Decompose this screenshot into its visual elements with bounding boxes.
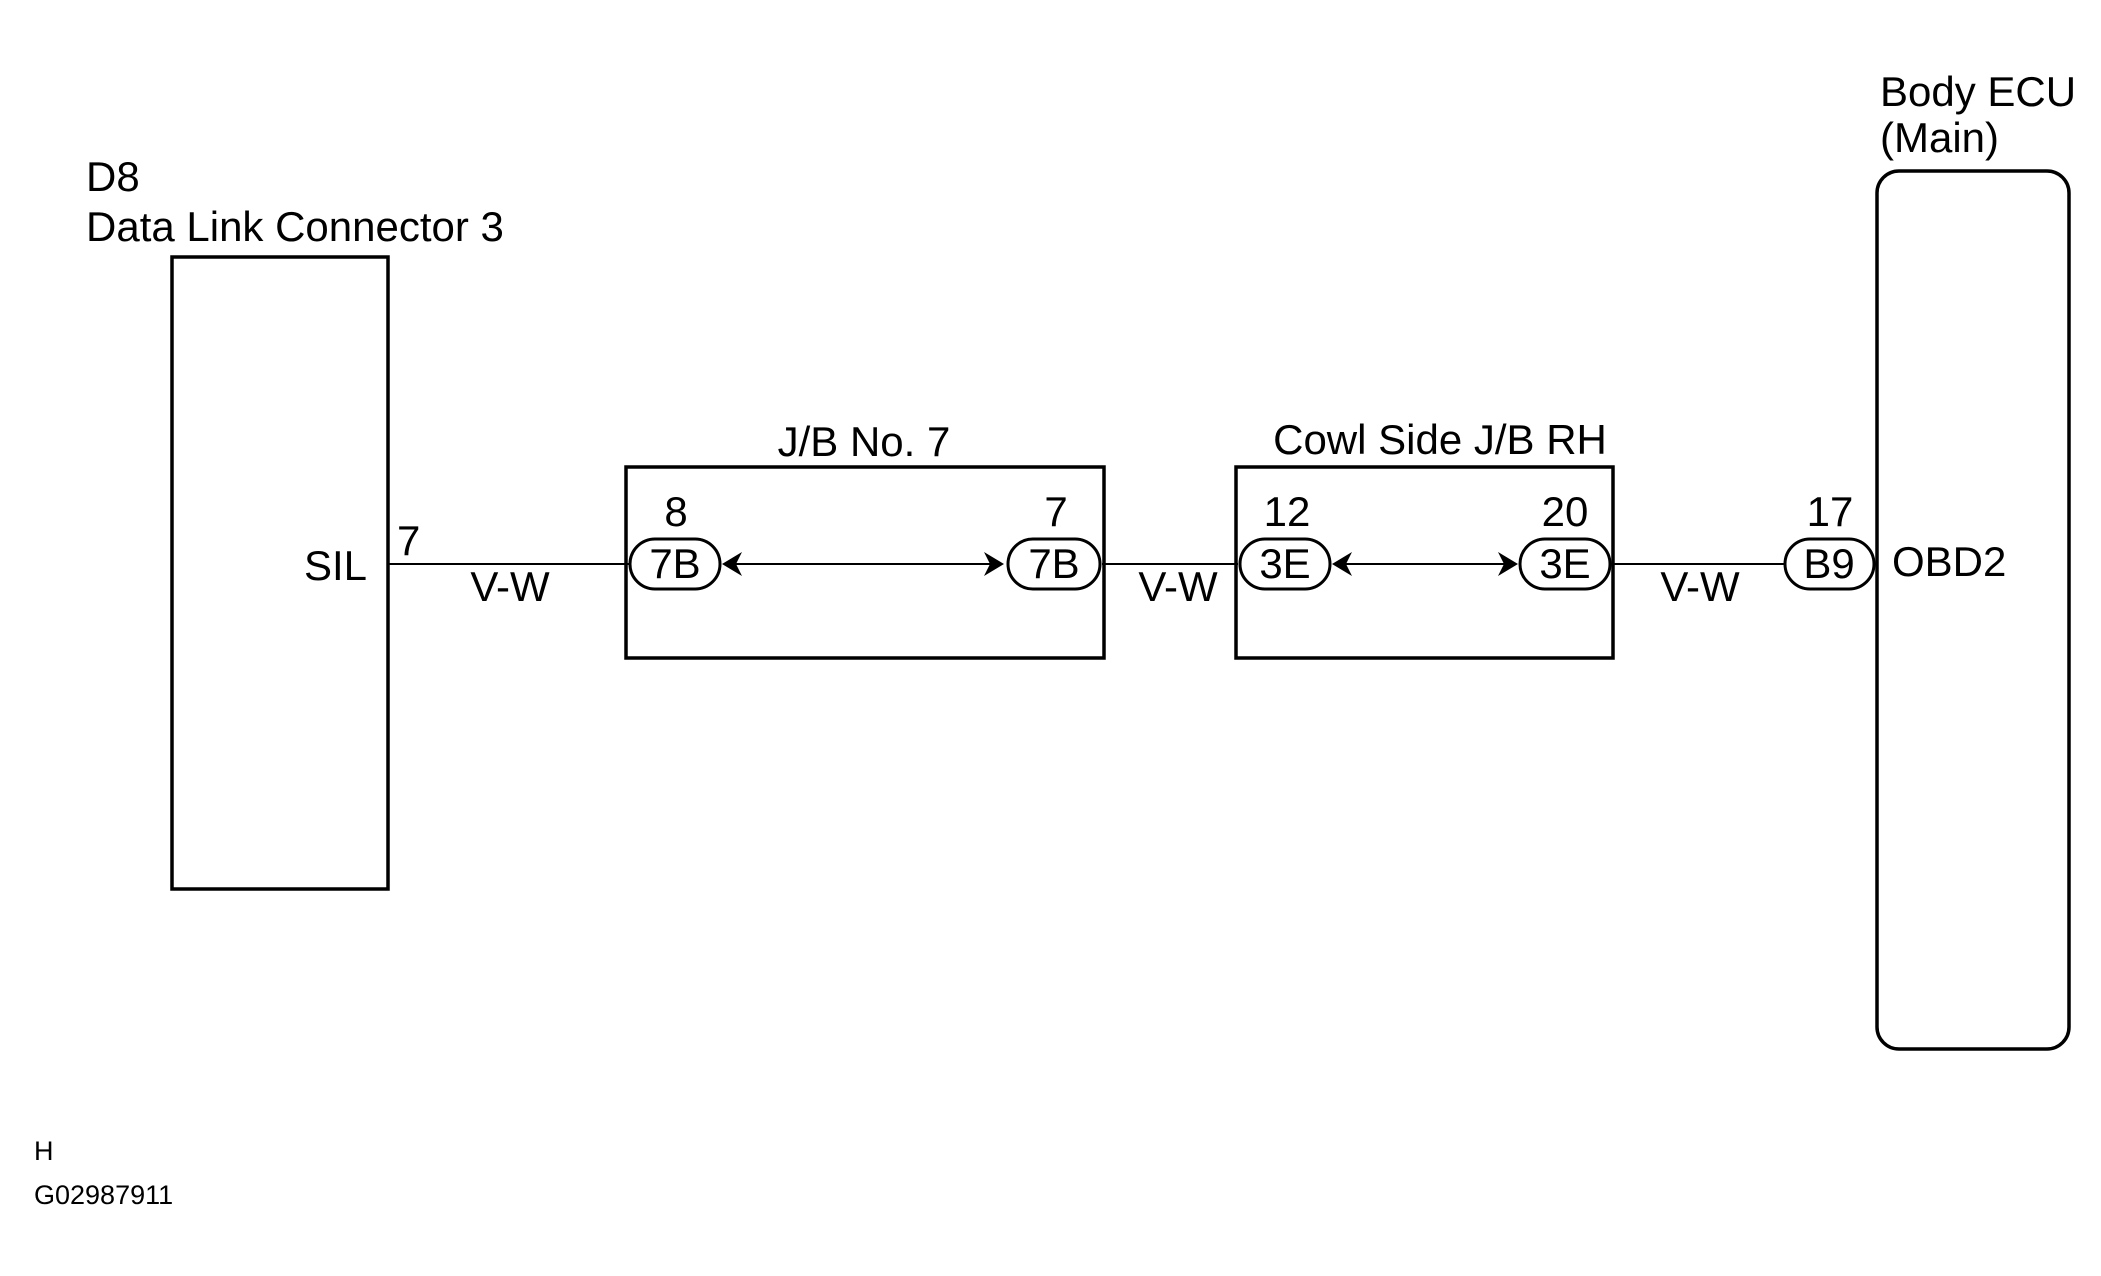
dlc-name: Data Link Connector 3 [86,203,504,250]
jb7-left-connector [628,537,722,591]
dlc-box [170,255,390,891]
jb7-box [624,465,1106,660]
jb7-name: J/B No. 7 [778,418,951,465]
ecu-terminal-label: OBD2 [1892,538,2006,585]
ecu-box [1875,169,2071,1051]
jb7-right-connector-label: 7B [1028,540,1079,587]
wire-color-label: V-W [1138,563,1218,610]
jb7-left-connector-label: 7B [649,540,700,587]
cowl-jb-right-connector-label: 3E [1539,540,1590,587]
jb7-left-arrow-icon [722,552,742,576]
jb7-right-connector [1006,537,1102,591]
cowl-jb-right-connector [1518,537,1612,591]
ecu-name-line1: Body ECU [1880,68,2076,115]
cowl-jb-right-pin: 20 [1542,488,1589,535]
dlc-terminal-label: SIL [304,542,367,589]
body-ecu-component: Body ECU (Main) 17 B9 OBD2 [1783,68,2076,1051]
cowl-jb-left-pin: 12 [1264,488,1311,535]
ecu-name-line2: (Main) [1880,114,1999,161]
dlc-pin-number: 7 [397,517,420,564]
cowl-jb-box [1234,465,1615,660]
cowl-jb-left-connector [1238,537,1332,591]
ecu-connector [1783,537,1876,591]
dlc-code: D8 [86,153,140,200]
wire-color-label: V-W [1660,563,1740,610]
cowl-jb-name: Cowl Side J/B RH [1273,416,1607,463]
cowl-jb-left-connector-label: 3E [1259,540,1310,587]
cowl-jb-component: Cowl Side J/B RH 12 3E 20 3E [1234,416,1615,660]
ecu-connector-label: B9 [1803,540,1854,587]
jb7-component: J/B No. 7 8 7B 7 7B [624,418,1106,660]
cowl-jb-left-arrow-icon [1332,552,1352,576]
figure-id: G02987911 [34,1180,173,1210]
footer-code: H [34,1136,54,1166]
wire-color-label: V-W [470,563,550,610]
cowl-jb-right-arrow-icon [1498,552,1518,576]
jb7-left-pin: 8 [664,488,687,535]
jb7-right-arrow-icon [984,552,1004,576]
dlc-component: D8 Data Link Connector 3 SIL 7 [86,153,504,891]
ecu-pin-number: 17 [1807,488,1854,535]
jb7-right-pin: 7 [1044,488,1067,535]
